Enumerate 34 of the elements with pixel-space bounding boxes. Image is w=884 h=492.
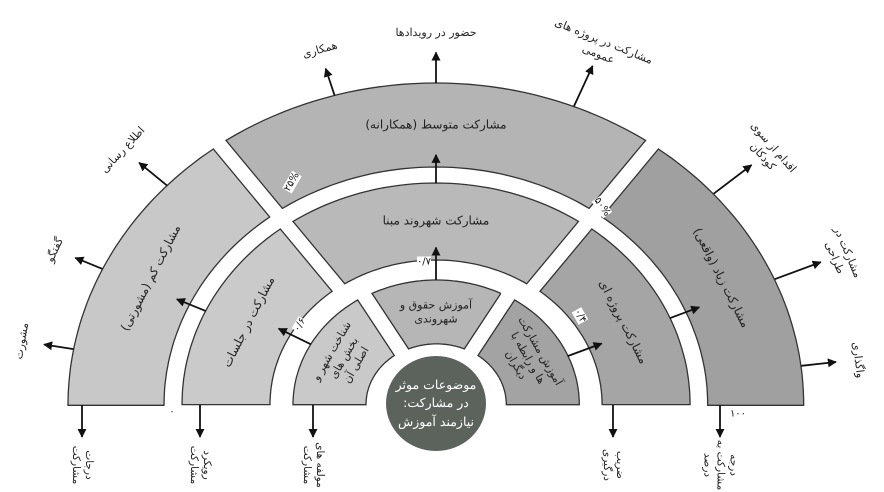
outcome-label: همکاری <box>288 35 350 65</box>
outcome-label: واگذاری <box>847 329 868 390</box>
arrow <box>716 405 724 438</box>
value-label: ۱۰۰ <box>730 408 746 420</box>
arrow <box>432 154 440 183</box>
axis-label: مولفه های مشارکت <box>300 439 326 491</box>
axis-label: درجات مشارکت <box>68 439 96 491</box>
outcome-label: مشورت <box>10 310 34 372</box>
arrow <box>43 341 74 350</box>
arrow <box>74 256 103 270</box>
arrow <box>432 246 440 280</box>
arrow <box>567 342 603 357</box>
arrow <box>176 298 206 312</box>
arrow <box>78 405 86 438</box>
arrow <box>308 405 318 438</box>
arrow <box>324 68 336 96</box>
arrow <box>573 65 594 107</box>
outcome-label: مشارکت در پروژه های عمومی <box>544 14 657 82</box>
axis-label: درجه مشارکت به درصد <box>700 439 740 491</box>
axis-label: رویکرد مشارکت <box>186 439 214 491</box>
arrow <box>669 306 700 320</box>
arrow <box>432 52 440 83</box>
arrow <box>138 162 168 186</box>
arrow <box>713 164 752 194</box>
arrow <box>774 260 822 280</box>
arrow <box>608 405 618 438</box>
arrow <box>801 358 837 368</box>
outcome-label: مشارکت در طراحی <box>814 216 868 292</box>
value-label: ۰/۷ <box>416 256 432 268</box>
axis-label: ضریب درگیری <box>600 439 626 491</box>
arrow <box>196 405 204 438</box>
outcome-label: حضور در رویدادها <box>371 26 501 40</box>
arrow <box>278 328 312 346</box>
ring-sector: آموزش حقوق و شهروندی <box>370 278 502 350</box>
